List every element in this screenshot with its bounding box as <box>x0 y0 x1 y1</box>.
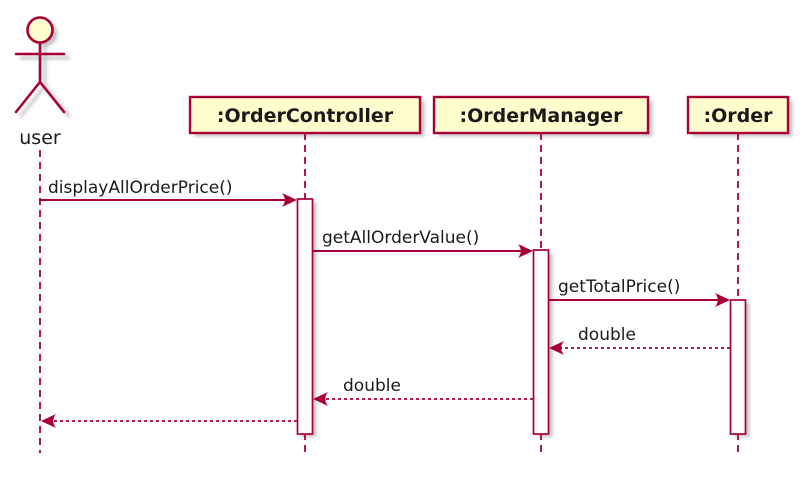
message-2-arrowhead-icon <box>518 244 533 258</box>
participant-label: :Order <box>704 105 774 127</box>
message-1-arrowhead-icon <box>282 193 297 207</box>
message-3: getTotalPrice() <box>549 277 730 307</box>
message-2-label: getAllOrderValue() <box>322 228 479 248</box>
message-6-arrowhead-icon <box>41 414 56 428</box>
message-4-arrowhead-icon <box>549 341 564 355</box>
message-6 <box>41 414 297 428</box>
activation-bar-order <box>729 299 747 435</box>
participant-box <box>686 95 790 135</box>
activation-bar-ordermanager <box>532 249 550 435</box>
message-1-label: displayAllOrderPrice() <box>48 178 233 198</box>
message-4-label: double <box>578 325 636 345</box>
activation-bars <box>296 198 747 435</box>
participant-label: :OrderController <box>217 105 394 127</box>
message-5: double <box>313 376 533 406</box>
actor-user: user <box>14 16 66 149</box>
message-2: getAllOrderValue() <box>313 228 533 258</box>
actor-label: user <box>19 127 61 149</box>
messages: displayAllOrderPrice() getAllOrderValue(… <box>40 178 730 428</box>
participant-ordercontroller: :OrderController <box>188 95 422 135</box>
participant-order: :Order <box>686 95 790 135</box>
message-4: double <box>549 325 730 355</box>
message-5-arrowhead-icon <box>313 392 328 406</box>
actor-head-icon <box>26 16 54 44</box>
activation-bar-ordercontroller <box>296 198 314 435</box>
actor-body-icon <box>14 41 66 114</box>
message-5-label: double <box>343 376 401 396</box>
participant-box <box>188 95 422 135</box>
message-1: displayAllOrderPrice() <box>40 178 297 207</box>
participant-ordermanager: :OrderManager <box>432 95 650 135</box>
message-3-label: getTotalPrice() <box>558 277 680 297</box>
participants: :OrderController :OrderManager :Order <box>188 95 790 135</box>
participant-label: :OrderManager <box>460 105 624 127</box>
message-3-arrowhead-icon <box>715 293 730 307</box>
participant-box <box>432 95 650 135</box>
